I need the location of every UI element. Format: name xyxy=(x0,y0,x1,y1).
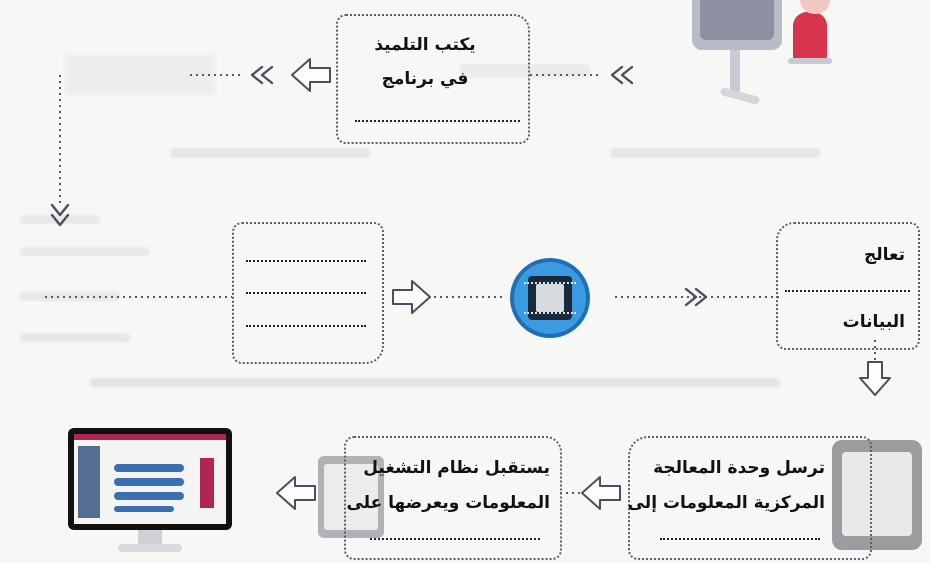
step-cpu-send-box xyxy=(628,436,872,560)
device-icon xyxy=(832,440,922,550)
step-process-divider xyxy=(785,290,910,292)
step-process-line1: تعالج xyxy=(864,245,905,265)
step-cpu-send-line1: ترسل وحدة المعالجة xyxy=(653,458,825,478)
hollow-arrow-left-icon xyxy=(291,58,331,92)
hollow-arrow-down-icon xyxy=(859,361,891,396)
step-write-blank xyxy=(355,120,520,122)
double-chevron-icon xyxy=(610,65,634,85)
blank-list-box xyxy=(232,222,384,364)
step-cpu-send-blank xyxy=(660,538,820,540)
blank-line xyxy=(246,292,366,294)
double-chevron-icon xyxy=(684,287,708,307)
step-process-line2: البيانات xyxy=(842,312,905,332)
step-os-line1: يستقبل نظام التشغيل xyxy=(363,458,550,478)
blank-line xyxy=(246,260,366,262)
step-os-blank xyxy=(370,538,540,540)
step-os-line2: المعلومات ويعرضها على xyxy=(346,493,550,513)
step-os-box xyxy=(344,436,562,560)
device-small-icon xyxy=(318,456,384,538)
step-cpu-send-line2: المركزية المعلومات إلى xyxy=(627,493,825,513)
double-chevron-icon xyxy=(250,65,274,85)
hollow-arrow-left-icon xyxy=(581,476,621,510)
step-process-box xyxy=(776,222,920,350)
monitor-icon xyxy=(68,428,232,556)
blank-line xyxy=(246,325,366,327)
hollow-arrow-left-icon xyxy=(276,476,316,510)
step-write-line2: في برنامج xyxy=(381,69,469,89)
double-chevron-down-icon xyxy=(50,203,70,227)
student-at-computer-icon xyxy=(690,0,840,110)
step-write-box xyxy=(336,14,530,144)
cpu-chip-icon xyxy=(510,258,590,338)
hollow-arrow-right-icon xyxy=(392,280,431,314)
step-write-line1: يكتب التلميذ xyxy=(374,35,476,55)
